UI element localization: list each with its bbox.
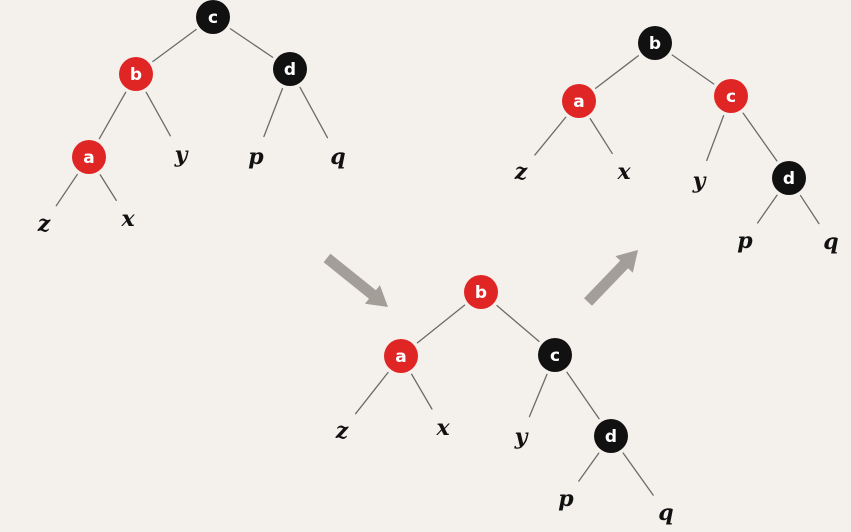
edge-t3-d-t3-q xyxy=(799,194,820,225)
leaf-t3-z: z xyxy=(514,159,528,185)
node-label: d xyxy=(605,427,617,447)
leaf-t1-q: q xyxy=(330,144,345,170)
leaf-t1-z: z xyxy=(37,211,51,237)
black-node-circle xyxy=(638,26,672,60)
node-t1-b: b xyxy=(119,57,153,91)
leaf-t1-y: y xyxy=(174,142,190,168)
leaf-t3-q: q xyxy=(823,229,838,255)
edge-t2-d-t2-q xyxy=(622,452,654,496)
edge-t1-d-t1-q xyxy=(299,86,329,139)
node-label: a xyxy=(83,148,94,168)
leaf-t3-p: p xyxy=(737,228,753,254)
node-t2-a: a xyxy=(384,339,418,373)
edge-t3-a-t3-z xyxy=(534,116,567,156)
edge-t2-c-t2-y xyxy=(528,373,548,418)
red-node-circle xyxy=(72,140,106,174)
edge-t1-c-t1-b xyxy=(152,28,197,63)
edge-t1-c-t1-d xyxy=(229,28,274,58)
edge-t2-d-t2-p xyxy=(578,452,600,482)
node-t3-c: c xyxy=(714,79,748,113)
edge-t1-a-t1-z xyxy=(55,173,78,207)
tree-leaves: y p q z x z x y p q z x y p q xyxy=(37,142,839,526)
node-label: b xyxy=(130,65,142,85)
edge-t2-a-t2-x xyxy=(410,373,433,410)
edge-t2-a-t2-z xyxy=(354,371,389,415)
black-node-circle xyxy=(196,0,230,34)
red-node-circle xyxy=(464,275,498,309)
leaf-t2-x: x xyxy=(435,415,450,441)
node-label: c xyxy=(208,8,218,28)
leaf-t2-y: y xyxy=(514,424,530,450)
tree-edges xyxy=(55,28,820,496)
edge-t3-d-t3-p xyxy=(756,194,778,224)
red-node-circle xyxy=(119,57,153,91)
edge-t1-b-t1-a xyxy=(98,91,127,140)
edge-t1-b-t1-y xyxy=(145,91,171,137)
node-t3-d: d xyxy=(772,161,806,195)
edge-t3-a-t3-x xyxy=(589,118,613,155)
transition-arrows xyxy=(323,250,638,307)
edge-t2-b-t2-c xyxy=(496,304,540,343)
edge-t3-b-t3-c xyxy=(671,54,715,85)
tree-nodes: c b d a b a c d b a c d xyxy=(72,0,806,453)
leaf-t2-q: q xyxy=(658,500,673,526)
node-t3-a: a xyxy=(562,84,596,118)
edge-t1-a-t1-x xyxy=(99,174,117,202)
node-label: a xyxy=(395,347,406,367)
node-t3-b: b xyxy=(638,26,672,60)
black-node-circle xyxy=(594,419,628,453)
arrow-down-right-icon xyxy=(323,253,388,307)
red-node-circle xyxy=(384,339,418,373)
black-node-circle xyxy=(772,161,806,195)
edge-t3-c-t3-y xyxy=(706,115,725,162)
node-label: d xyxy=(783,169,795,189)
node-label: d xyxy=(284,60,296,80)
node-t1-c: c xyxy=(196,0,230,34)
leaf-t1-x: x xyxy=(120,206,135,232)
leaf-t3-y: y xyxy=(692,168,708,194)
black-node-circle xyxy=(273,52,307,86)
leaf-t2-p: p xyxy=(558,486,574,512)
edge-t2-c-t2-d xyxy=(566,371,600,420)
node-label: b xyxy=(475,283,487,303)
edge-t2-b-t2-a xyxy=(416,304,466,344)
red-node-circle xyxy=(562,84,596,118)
node-label: a xyxy=(573,92,584,112)
node-t2-d: d xyxy=(594,419,628,453)
arrow-up-right-icon xyxy=(584,250,638,306)
node-t2-c: c xyxy=(538,338,572,372)
node-label: b xyxy=(649,34,661,54)
leaf-t2-z: z xyxy=(335,418,349,444)
edge-t3-b-t3-a xyxy=(595,55,639,89)
red-node-circle xyxy=(714,79,748,113)
node-t1-a: a xyxy=(72,140,106,174)
edge-t1-d-t1-p xyxy=(263,87,284,138)
node-label: c xyxy=(550,346,560,366)
node-t2-b: b xyxy=(464,275,498,309)
edge-t3-c-t3-d xyxy=(742,112,778,162)
node-t1-d: d xyxy=(273,52,307,86)
node-label: c xyxy=(726,87,736,107)
leaf-t1-p: p xyxy=(248,144,264,170)
black-node-circle xyxy=(538,338,572,372)
leaf-t3-x: x xyxy=(616,159,631,185)
